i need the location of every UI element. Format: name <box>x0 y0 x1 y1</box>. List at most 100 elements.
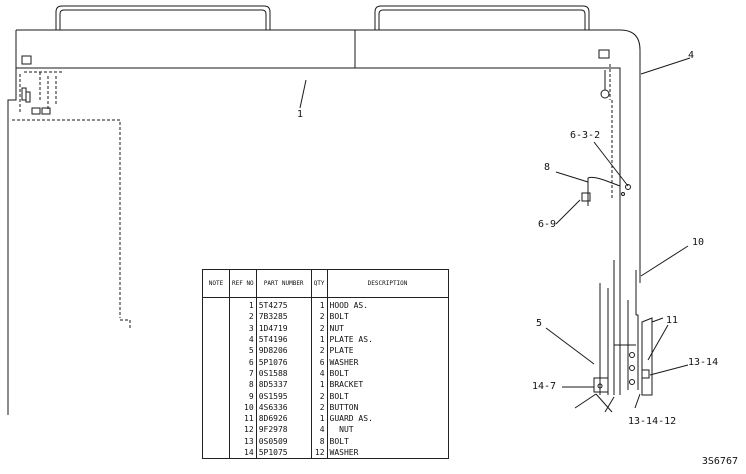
cell-part-number: 4S6336 <box>255 401 312 413</box>
cell-ref-no: 12 <box>229 424 257 436</box>
cell-ref-no: 7 <box>229 367 257 380</box>
cell-note <box>202 379 230 391</box>
cell-note <box>202 446 230 459</box>
cell-description: BOLT <box>326 367 449 380</box>
cell-ref-no: 11 <box>229 412 257 425</box>
cell-note <box>202 412 230 425</box>
cell-description: BOLT <box>326 390 449 402</box>
cell-description: NUT <box>326 322 449 334</box>
cell-qty: 4 <box>310 424 328 436</box>
cell-description: NUT <box>326 424 449 436</box>
cell-note <box>202 322 230 334</box>
cell-ref-no: 4 <box>229 333 257 346</box>
cell-ref-no: 5 <box>229 345 257 357</box>
cell-description: WASHER <box>326 356 449 368</box>
cell-part-number: 0S1595 <box>255 390 312 402</box>
cell-qty: 2 <box>310 345 328 357</box>
cell-description: BRACKET <box>326 379 449 391</box>
cell-part-number: 5T4275 <box>255 297 312 312</box>
parts-table-header: NOTE REF NO PART NUMBER QTY DESCRIPTION <box>202 269 449 298</box>
latch-left <box>21 55 32 65</box>
cell-part-number: 7B3285 <box>255 311 312 323</box>
guard-assembly <box>641 317 664 396</box>
callout-6-9: 6-9 <box>538 219 557 230</box>
callout-13-14: 13-14 <box>688 357 719 368</box>
cell-ref-no: 9 <box>229 390 257 402</box>
bracket <box>581 176 621 206</box>
cell-part-number: 5T4196 <box>255 333 312 346</box>
button-fastener <box>625 184 631 190</box>
header-note: NOTE <box>202 269 230 298</box>
cell-ref-no: 6 <box>229 356 257 368</box>
cell-note <box>202 424 230 436</box>
cell-note <box>202 311 230 323</box>
handle-right <box>374 5 590 30</box>
header-qty: QTY <box>310 269 328 298</box>
cell-description: BUTTON <box>326 401 449 413</box>
header-ref-no: REF NO <box>229 269 257 298</box>
cell-qty: 4 <box>310 367 328 380</box>
leader-lines <box>299 57 691 409</box>
cell-qty: 1 <box>310 379 328 391</box>
cell-qty: 2 <box>310 390 328 402</box>
lower-hardware <box>574 377 615 413</box>
callout-6-3-2: 6-3-2 <box>570 130 601 141</box>
cell-qty: 2 <box>310 311 328 323</box>
cell-qty: 1 <box>310 297 328 312</box>
hood-body <box>7 29 641 415</box>
callout-1: 1 <box>297 109 304 120</box>
cell-note <box>202 297 230 312</box>
cell-ref-no: 10 <box>229 401 257 413</box>
callout-13-14-12: 13-14-12 <box>628 416 677 427</box>
cell-qty: 2 <box>310 322 328 334</box>
cell-part-number: 9D8206 <box>255 345 312 357</box>
cell-description: PLATE <box>326 345 449 357</box>
callout-11: 11 <box>666 315 679 326</box>
handle-left <box>55 5 271 30</box>
cell-qty: 8 <box>310 435 328 447</box>
callout-8: 8 <box>544 162 551 173</box>
callout-4: 4 <box>688 50 695 61</box>
cell-note <box>202 356 230 368</box>
cell-description: HOOD AS. <box>326 297 449 312</box>
cell-ref-no: 3 <box>229 322 257 334</box>
cell-description: WASHER <box>326 446 449 459</box>
cell-part-number: 5P1075 <box>255 446 312 459</box>
cell-part-number: 5P1076 <box>255 356 312 368</box>
latch-right <box>598 49 610 59</box>
cell-description: BOLT <box>326 311 449 323</box>
header-description: DESCRIPTION <box>326 269 449 298</box>
cell-note <box>202 345 230 357</box>
cell-part-number: 8D6926 <box>255 412 312 425</box>
cell-part-number: 9F2978 <box>255 424 312 436</box>
cell-qty: 1 <box>310 412 328 425</box>
parts-list-table: NOTE REF NO PART NUMBER QTY DESCRIPTION … <box>202 269 449 460</box>
cell-qty: 2 <box>310 401 328 413</box>
cell-note <box>202 401 230 413</box>
cell-part-number: 0S1588 <box>255 367 312 380</box>
cell-ref-no: 8 <box>229 379 257 391</box>
header-part-number: PART NUMBER <box>255 269 312 298</box>
cell-description: BOLT <box>326 435 449 447</box>
cell-qty: 12 <box>310 446 328 459</box>
cell-qty: 1 <box>310 333 328 346</box>
cell-ref-no: 13 <box>229 435 257 447</box>
cell-ref-no: 2 <box>229 311 257 323</box>
cell-ref-no: 14 <box>229 446 257 459</box>
cell-note <box>202 390 230 402</box>
cell-part-number: 8D5337 <box>255 379 312 391</box>
cell-qty: 6 <box>310 356 328 368</box>
